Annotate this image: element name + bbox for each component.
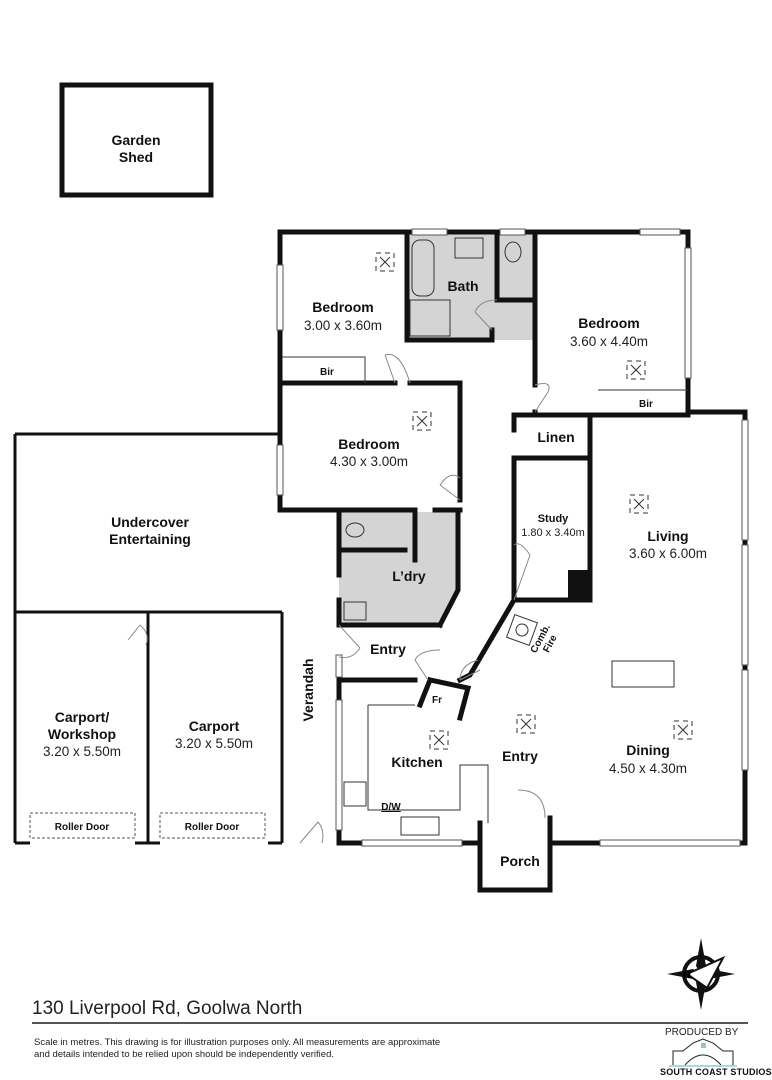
carport-workshop-dims: 3.20 x 5.50m xyxy=(43,744,121,759)
undercover-label-2: Entertaining xyxy=(109,531,191,547)
bath-label: Bath xyxy=(447,278,478,294)
garden-shed-label: Garden xyxy=(111,132,160,148)
bedroom3-label: Bedroom xyxy=(338,436,399,452)
laundry-floor xyxy=(339,512,458,625)
compass-icon: N xyxy=(667,938,735,1010)
doors xyxy=(299,299,550,844)
dining-label: Dining xyxy=(626,742,670,758)
laundry-label: L’dry xyxy=(392,568,426,584)
carport-workshop-label: Carport/ xyxy=(55,709,110,725)
study-dims: 1.80 x 3.40m xyxy=(521,527,585,539)
kitchen-label: Kitchen xyxy=(391,754,442,770)
disclaimer-text: Scale in metres. This drawing is for ill… xyxy=(34,1037,441,1060)
carport-label: Carport xyxy=(189,718,240,734)
bedroom2-label: Bedroom xyxy=(578,315,639,331)
study-label: Study xyxy=(538,513,569,525)
carport-dims: 3.20 x 5.50m xyxy=(175,736,253,751)
carport-workshop-label-2: Workshop xyxy=(48,726,116,742)
main-entry-label: Entry xyxy=(502,748,538,764)
compass-north-letter: N xyxy=(683,969,691,981)
bedroom1-label: Bedroom xyxy=(312,299,373,315)
verandah-label: Verandah xyxy=(300,658,316,721)
linen-label: Linen xyxy=(537,429,574,445)
bedroom1-dims: 3.00 x 3.60m xyxy=(304,318,382,333)
bath-floor xyxy=(407,234,537,340)
side-entry-label: Entry xyxy=(370,641,406,657)
living-label: Living xyxy=(647,528,688,544)
fridge-label: Fr xyxy=(432,695,442,706)
garden-shed-label-2: Shed xyxy=(119,149,153,165)
bedroom2-dims: 3.60 x 4.40m xyxy=(570,334,648,349)
south-coast-studios-logo xyxy=(669,1038,737,1067)
bir2-label: Bir xyxy=(639,399,653,410)
property-address: 130 Liverpool Rd, Goolwa North xyxy=(32,998,303,1019)
bedroom3-dims: 4.30 x 3.00m xyxy=(330,454,408,469)
fixtures xyxy=(343,237,693,836)
dining-dims: 4.50 x 4.30m xyxy=(609,761,687,776)
brand-name: SOUTH COAST STUDIOS xyxy=(660,1067,772,1077)
bir1-label: Bir xyxy=(320,367,334,378)
roller-door-2-label: Roller Door xyxy=(185,822,240,833)
produced-by-label: PRODUCED BY xyxy=(665,1027,739,1038)
undercover-label: Undercover xyxy=(111,514,189,530)
porch-label: Porch xyxy=(500,853,540,869)
roller-door-1-label: Roller Door xyxy=(55,822,110,833)
footer-divider xyxy=(32,1022,748,1024)
windows xyxy=(276,228,749,847)
dishwasher-label: D/W xyxy=(381,802,401,813)
outbuilding-walls xyxy=(13,432,284,845)
living-dims: 3.60 x 6.00m xyxy=(629,546,707,561)
garden-shed-walls xyxy=(59,82,214,198)
